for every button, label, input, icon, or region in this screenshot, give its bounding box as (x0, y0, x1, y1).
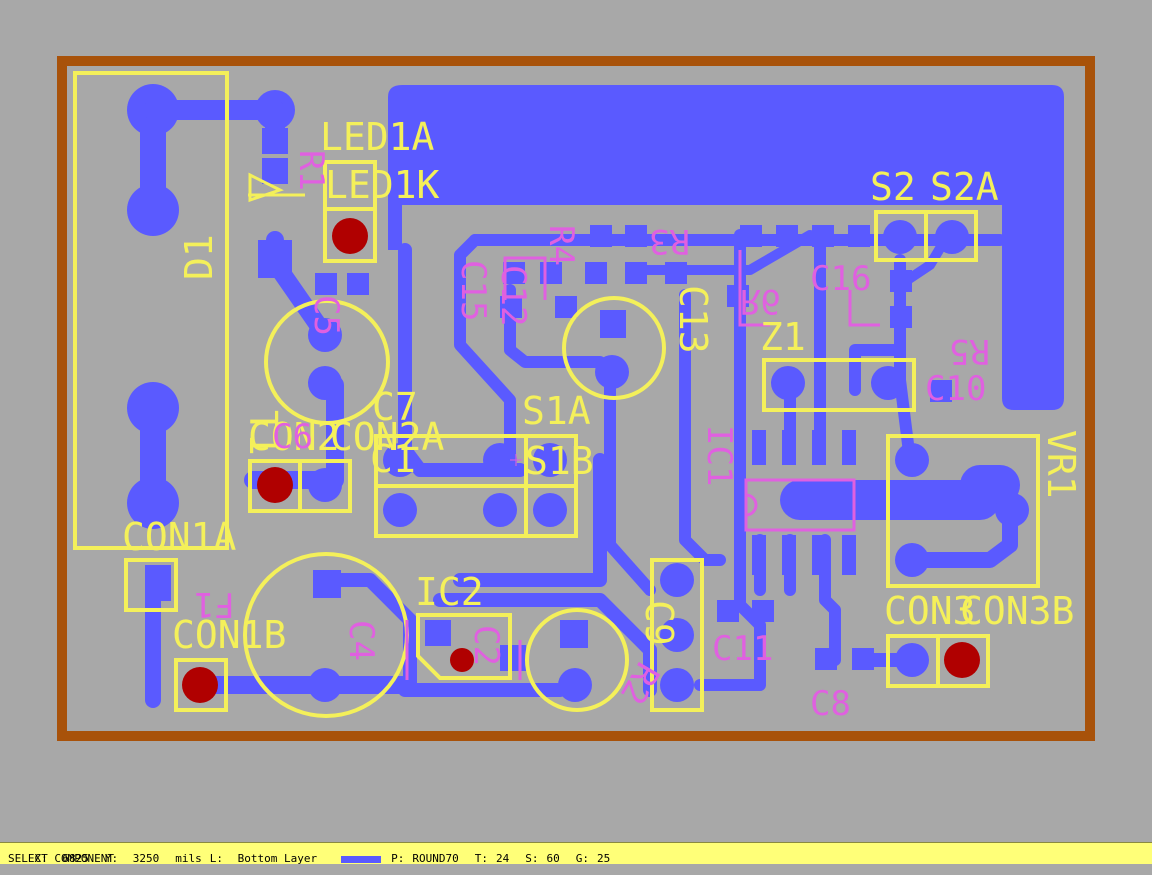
label-c4: C4 (341, 620, 381, 661)
label-c8: C8 (810, 684, 851, 724)
label-s1a: S1A (522, 389, 591, 433)
label-c7: C7 (372, 385, 418, 429)
label-led1a: LED1A (320, 115, 435, 159)
label-con2a: CON2A (330, 415, 445, 459)
label-c11: C11 (712, 629, 773, 669)
label-c3: C5 (306, 295, 346, 336)
silkscreen-labels: LED1A LED1K D1 S2 S2A Z1 S1A S1B C7 CON2… (122, 115, 1083, 724)
board-outline (57, 56, 1095, 741)
copper-layer (127, 84, 1064, 708)
label-c16: C16 (810, 259, 871, 299)
label-r6: R6 (740, 281, 781, 321)
label-r2: R2 (612, 656, 667, 711)
label-ic1: IC1 (699, 425, 739, 486)
label-z1: Z1 (760, 315, 806, 359)
label-c1: C1 (370, 437, 416, 481)
smd-pads (145, 128, 952, 671)
status-line: X: 6825 Y: 3250 mils L: Bottom Layer P:ROUND… (8, 844, 626, 874)
ground-pour (388, 85, 1064, 410)
label-con1a: CON1A (122, 515, 237, 559)
label-c10: C10 (925, 369, 986, 409)
label-t1: T1 (241, 410, 285, 456)
drill-holes (182, 218, 980, 703)
label-c12: C12 (493, 265, 533, 326)
label-r5: R5 (949, 331, 990, 371)
pcb-canvas[interactable]: LED1A LED1K D1 S2 S2A Z1 S1A S1B C7 CON2… (0, 0, 1152, 842)
label-s2: S2 (870, 165, 916, 209)
label-con3b: CON3B (960, 589, 1074, 633)
label-con1b: CON1B (172, 613, 286, 657)
cursor-cross (510, 454, 522, 466)
silkscreen-outlines (73, 71, 1040, 718)
bottom-labels: R3 R4 R6 C16 R5 C10 C12 C15 C6 C5 F1 C4 … (194, 150, 990, 711)
label-c15: C15 (453, 260, 493, 321)
cursor-x: X: 6825 (34, 852, 89, 865)
mode-indicator: SELECT COMPONENT (8, 852, 114, 865)
label-r1: R1 (291, 150, 331, 191)
label-c9: C9 (637, 600, 681, 646)
label-c2: C2 (466, 625, 506, 666)
label-vr1: VR1 (1039, 430, 1083, 499)
units: mils (175, 852, 202, 865)
label-f1: F1 (194, 584, 235, 624)
bottom-silkscreen (405, 250, 880, 680)
grid-value: G:25 (575, 852, 611, 865)
snap-value: S:60 (525, 852, 560, 865)
label-c13: C13 (671, 285, 715, 354)
status-bar: X: 6825 Y: 3250 mils L: Bottom Layer P:ROUND… (0, 842, 1152, 864)
label-r4: R4 (541, 225, 581, 266)
through-hole-pads (308, 220, 1029, 702)
label-led1k: LED1K (325, 163, 440, 207)
label-s2a: S2A (930, 165, 999, 209)
label-d1: D1 (177, 234, 221, 280)
label-ic2: IC2 (415, 570, 484, 614)
label-c6: C6 (272, 417, 313, 457)
pad-style: P:ROUND70 (391, 852, 459, 865)
label-con3: CON3 (884, 589, 976, 633)
current-layer: L: Bottom Layer (209, 852, 318, 865)
cursor-y: Y: 3250 (104, 852, 160, 865)
label-con2: CON2 (248, 415, 340, 459)
label-r3: R3 (649, 221, 690, 261)
track-width: T:24 (474, 852, 510, 865)
label-s1b: S1B (525, 439, 594, 483)
layer-color-swatch (341, 855, 382, 863)
